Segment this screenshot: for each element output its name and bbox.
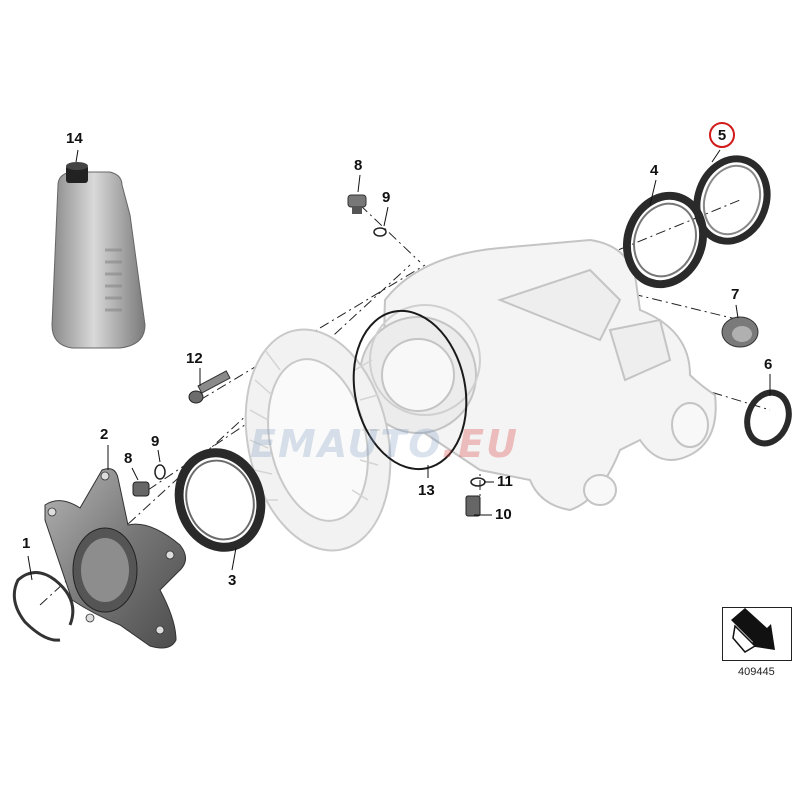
callout-8-left[interactable]: 8 [124, 450, 133, 467]
drive-flange [44, 468, 186, 649]
screw-plug-top [347, 194, 367, 214]
watermark-text: EMAUTO.EU [250, 422, 519, 466]
circlip [12, 571, 75, 642]
screw-plug-left [132, 481, 150, 497]
direction-reference-box [722, 607, 792, 661]
callout-8-top[interactable]: 8 [354, 157, 363, 174]
closing-plug [721, 316, 759, 348]
shaft-seal-right-4 [622, 191, 708, 289]
callout-11[interactable]: 11 [497, 473, 513, 490]
bolt [188, 370, 231, 404]
leader-lines [27, 149, 771, 581]
callout-2[interactable]: 2 [100, 426, 109, 443]
seal-ring-top [373, 227, 387, 237]
callout-6[interactable]: 6 [764, 356, 773, 373]
shaft-seal-right-5 [693, 155, 771, 245]
callout-5-highlighted[interactable]: 5 [709, 122, 735, 148]
seal-ring-bottom [470, 477, 486, 487]
callout-9-top[interactable]: 9 [382, 189, 391, 206]
reference-number: 409445 [738, 666, 775, 678]
callout-3[interactable]: 3 [228, 572, 237, 589]
o-ring-large [352, 309, 468, 471]
callout-9-left[interactable]: 9 [151, 433, 160, 450]
callout-13[interactable]: 13 [418, 482, 435, 499]
callout-4[interactable]: 4 [650, 162, 659, 179]
callout-12[interactable]: 12 [186, 350, 203, 367]
differential-housing [359, 238, 717, 512]
screw-plug-bottom [465, 495, 481, 517]
callout-10[interactable]: 10 [495, 506, 512, 523]
seal-ring-left [154, 464, 166, 480]
callout-1[interactable]: 1 [22, 535, 31, 552]
shaft-seal-small-6 [744, 389, 792, 447]
callout-7[interactable]: 7 [731, 286, 740, 303]
shaft-seal-left [174, 448, 266, 552]
oil-bottle [51, 162, 146, 349]
callout-14[interactable]: 14 [66, 130, 83, 147]
direction-arrow-icon [731, 608, 775, 653]
